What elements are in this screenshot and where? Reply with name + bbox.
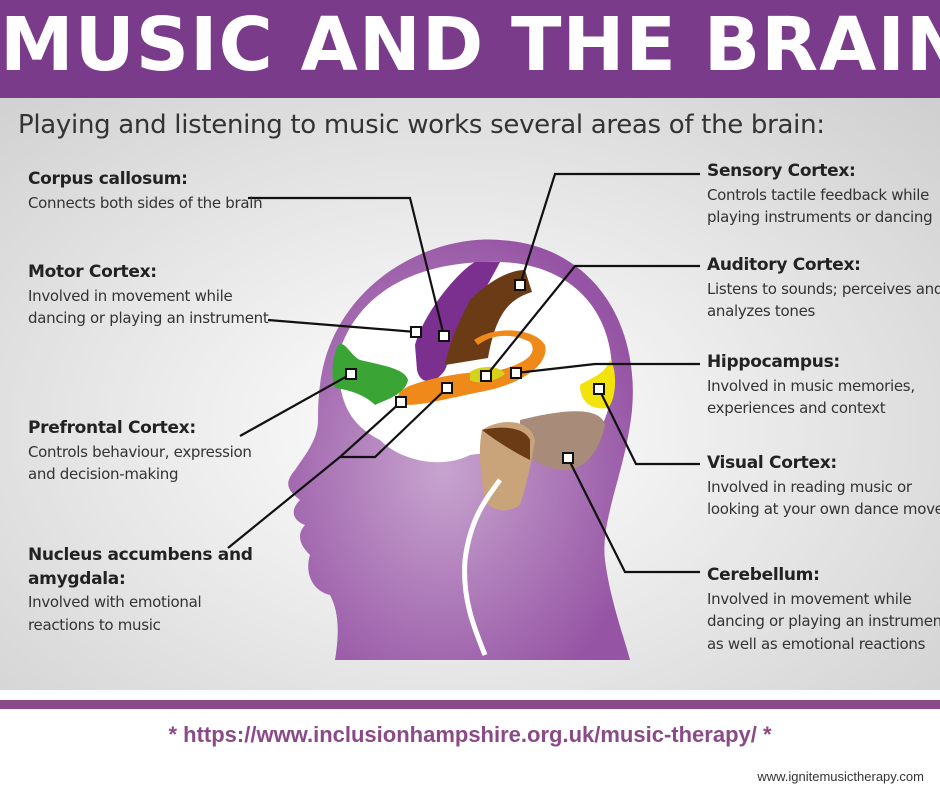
auditory-orange-region (397, 330, 546, 405)
prefrontal-region (332, 343, 408, 405)
markers (345, 279, 605, 464)
label-hippocampus: Hippocampus:Involved in music memories,e… (707, 352, 915, 417)
brain-diagram (227, 172, 700, 660)
source-url-link[interactable]: * https://www.inclusionhampshire.org.uk/… (168, 722, 772, 747)
amygdala-dark-region (482, 427, 530, 460)
label-prefrontal-cortex: Prefrontal Cortex:Controls behaviour, ex… (28, 418, 252, 483)
brain-white (339, 261, 613, 463)
divider-bar (0, 700, 940, 709)
footer-credit: www.ignitemusictherapy.com (757, 769, 924, 784)
cerebellum-region (520, 411, 605, 470)
subtitle: Playing and listening to music works sev… (18, 110, 825, 140)
sensory-cortex-region (445, 270, 532, 365)
label-visual-cortex: Visual Cortex:Involved in reading music … (707, 453, 940, 518)
spinal-cord (462, 478, 503, 656)
motor-cortex-region (415, 262, 500, 382)
page-title: MUSIC AND THE BRAIN (0, 2, 940, 88)
label-sensory-cortex: Sensory Cortex:Controls tactile feedback… (707, 161, 933, 226)
header-banner (0, 0, 940, 98)
label-auditory-cortex: Auditory Cortex:Listens to sounds; perce… (707, 255, 940, 320)
leader-lines (227, 172, 700, 574)
label-corpus-callosum: Corpus callosum:Connects both sides of t… (28, 169, 263, 212)
